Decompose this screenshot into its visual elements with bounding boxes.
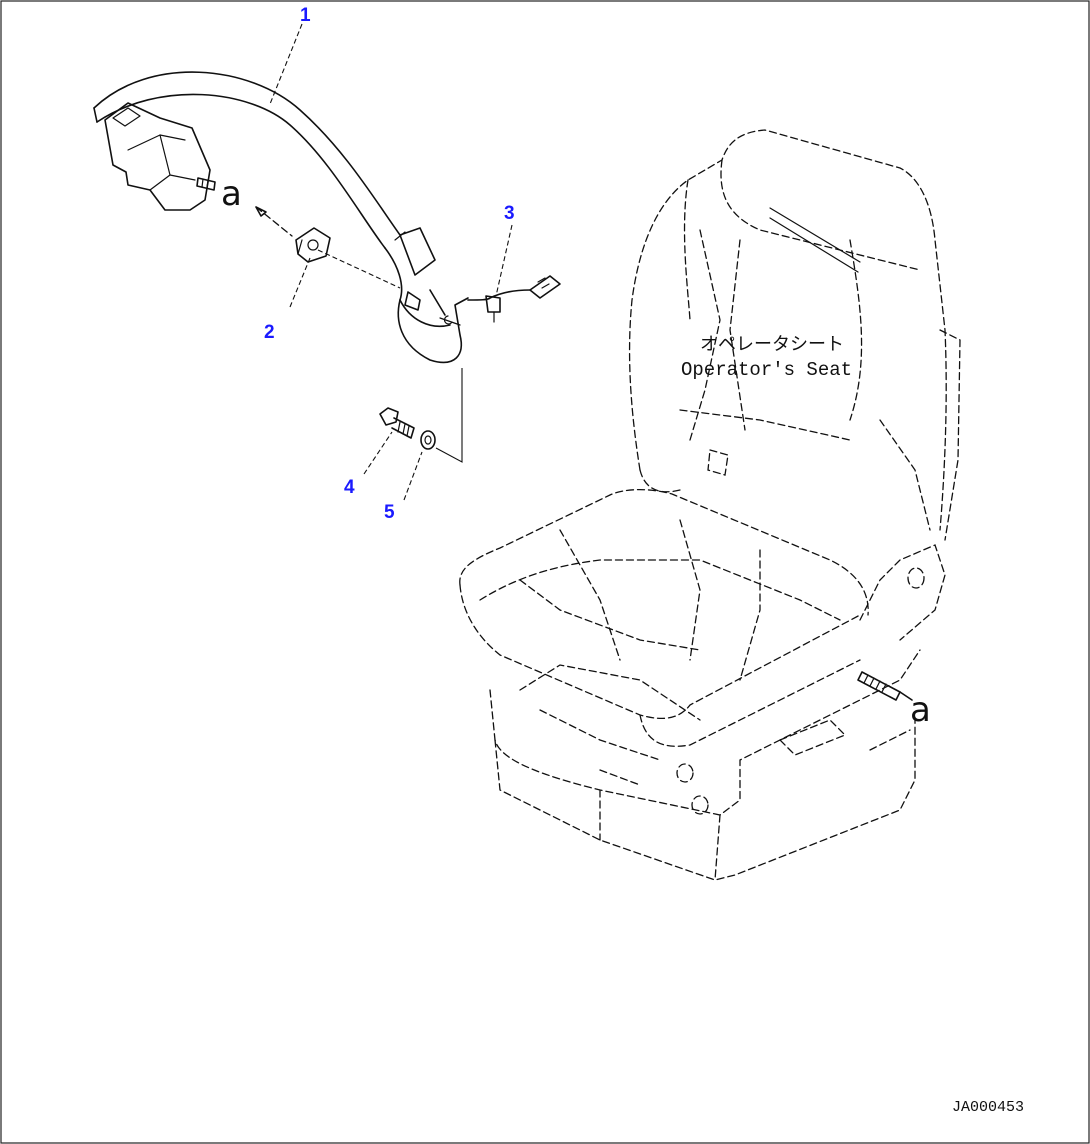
leader-1 [269,23,303,105]
seat-logo-band [769,207,861,273]
drawing-code: JA000453 [952,1099,1024,1116]
marker-a-top: a [221,174,242,214]
operator-seat-outline [459,129,961,881]
seat-label-japanese: オペレータシート [700,334,844,356]
leader-5 [403,451,423,501]
callout-5: 5 [384,502,395,523]
washer-part [420,430,436,450]
nut-bracket-part [255,206,401,289]
leader-2 [289,257,311,308]
callout-1: 1 [300,5,311,26]
callout-4: 4 [344,477,355,498]
assembly-line [435,368,463,463]
seat-belt-part [93,71,469,364]
seat-label-english: Operator's Seat [681,359,852,381]
leader-4 [363,431,393,475]
callout-2: 2 [264,322,275,343]
harness-connector-part [467,275,561,323]
marker-a-seat: a [910,690,931,730]
bolt-part [379,407,415,439]
callout-3: 3 [504,203,515,224]
leader-3 [495,224,513,297]
